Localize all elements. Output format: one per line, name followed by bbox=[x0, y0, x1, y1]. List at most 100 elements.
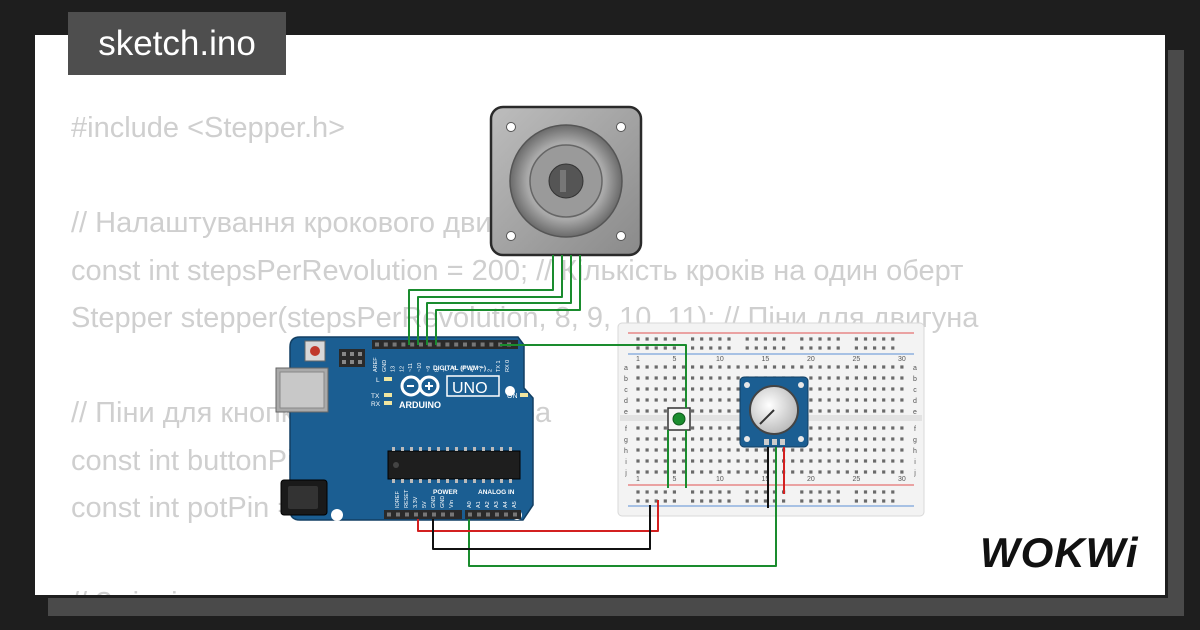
header-pin bbox=[513, 512, 517, 517]
wire-stepper-b bbox=[417, 255, 563, 345]
pin-label: 7 bbox=[443, 369, 449, 372]
breadboard-hole bbox=[891, 437, 895, 441]
chip-leg bbox=[419, 479, 422, 483]
file-title-tag: sketch.ino bbox=[68, 12, 286, 75]
breadboard-hole bbox=[700, 387, 704, 391]
breadboard-hole bbox=[745, 490, 749, 494]
header-pin bbox=[436, 342, 441, 347]
power-label: POWER bbox=[433, 489, 458, 496]
column-number: 30 bbox=[898, 356, 906, 363]
wire-stepper-d bbox=[435, 255, 581, 345]
breadboard-hole bbox=[663, 387, 667, 391]
breadboard-hole bbox=[663, 448, 667, 452]
breadboard-hole bbox=[745, 459, 749, 463]
breadboard-hole bbox=[809, 376, 813, 380]
breadboard-hole bbox=[709, 337, 713, 341]
arduino-model: UNO bbox=[452, 380, 488, 397]
breadboard-hole bbox=[745, 365, 749, 369]
pin-label: GND bbox=[431, 496, 437, 508]
chip-leg bbox=[437, 479, 440, 483]
breadboard-hole bbox=[845, 459, 849, 463]
breadboard-hole bbox=[718, 387, 722, 391]
breadboard-hole bbox=[818, 409, 822, 413]
breadboard-hole bbox=[873, 426, 877, 430]
breadboard-hole bbox=[727, 337, 731, 341]
breadboard-hole bbox=[663, 398, 667, 402]
breadboard-hole bbox=[654, 499, 658, 503]
row-letter: j bbox=[913, 470, 916, 477]
potentiometer-pin bbox=[772, 439, 777, 445]
breadboard-hole bbox=[900, 365, 904, 369]
pin-label: 8 bbox=[435, 369, 441, 372]
header-pin bbox=[410, 342, 415, 347]
row-letter: i bbox=[625, 459, 627, 466]
breadboard-hole bbox=[636, 346, 640, 350]
breadboard-hole bbox=[800, 346, 804, 350]
row-letter: c bbox=[913, 387, 917, 394]
breadboard-hole bbox=[681, 437, 686, 441]
column-number: 25 bbox=[853, 476, 861, 483]
breadboard-hole bbox=[654, 448, 658, 452]
breadboard-hole bbox=[772, 337, 777, 341]
breadboard-hole bbox=[854, 448, 858, 452]
digital-header bbox=[372, 340, 518, 349]
column-number: 10 bbox=[716, 476, 724, 483]
breadboard-hole bbox=[836, 426, 840, 430]
breadboard-hole bbox=[818, 437, 822, 441]
breadboard-hole bbox=[718, 448, 722, 452]
pin-label: A1 bbox=[476, 501, 482, 508]
breadboard-hole bbox=[854, 426, 858, 430]
breadboard-hole bbox=[873, 448, 877, 452]
breadboard-hole bbox=[863, 346, 868, 350]
breadboard-hole bbox=[891, 337, 895, 341]
breadboard-hole bbox=[754, 337, 758, 341]
breadboard-hole bbox=[763, 499, 767, 503]
header-pin bbox=[468, 512, 472, 517]
breadboard-hole bbox=[718, 437, 722, 441]
analog-header bbox=[465, 510, 521, 519]
breadboard-hole bbox=[636, 398, 640, 402]
breadboard-hole bbox=[791, 459, 795, 463]
breadboard-hole bbox=[727, 459, 731, 463]
pin-label: A4 bbox=[503, 501, 509, 508]
breadboard-hole bbox=[663, 499, 667, 503]
pin-label: 3.3V bbox=[413, 496, 419, 508]
breadboard-hole bbox=[845, 470, 849, 474]
breadboard-hole bbox=[654, 398, 658, 402]
breadboard-hole bbox=[854, 409, 858, 413]
breadboard-hole bbox=[681, 459, 686, 463]
row-letter: j bbox=[624, 470, 627, 477]
breadboard-hole bbox=[636, 365, 640, 369]
breadboard-hole bbox=[809, 426, 813, 430]
breadboard-hole bbox=[800, 459, 804, 463]
breadboard-hole bbox=[691, 490, 695, 494]
breadboard-hole bbox=[809, 437, 813, 441]
breadboard-hole bbox=[736, 387, 740, 391]
atmega-chip bbox=[387, 450, 521, 480]
breadboard-hole bbox=[809, 459, 813, 463]
breadboard-hole bbox=[763, 346, 767, 350]
breadboard-hole bbox=[754, 365, 758, 369]
chip-leg bbox=[464, 479, 467, 483]
wokwi-logo: WOKWi bbox=[980, 529, 1138, 576]
breadboard-hole bbox=[809, 490, 813, 494]
breadboard-hole bbox=[836, 409, 840, 413]
breadboard-hole bbox=[700, 346, 704, 350]
chip-leg bbox=[428, 447, 431, 451]
breadboard-hole bbox=[863, 365, 868, 369]
breadboard-hole bbox=[900, 376, 904, 380]
breadboard-hole bbox=[772, 365, 777, 369]
breadboard-hole bbox=[672, 499, 676, 503]
breadboard-hole bbox=[727, 470, 731, 474]
breadboard-hole bbox=[891, 398, 895, 402]
breadboard-hole bbox=[754, 459, 758, 463]
breadboard-hole bbox=[672, 387, 676, 391]
pin-label: AREF bbox=[373, 357, 379, 372]
header-pin bbox=[396, 512, 400, 517]
pushbutton bbox=[667, 407, 691, 431]
chip-leg bbox=[446, 447, 449, 451]
wires bbox=[408, 255, 785, 567]
breadboard-hole bbox=[772, 490, 777, 494]
breadboard-hole bbox=[827, 490, 831, 494]
